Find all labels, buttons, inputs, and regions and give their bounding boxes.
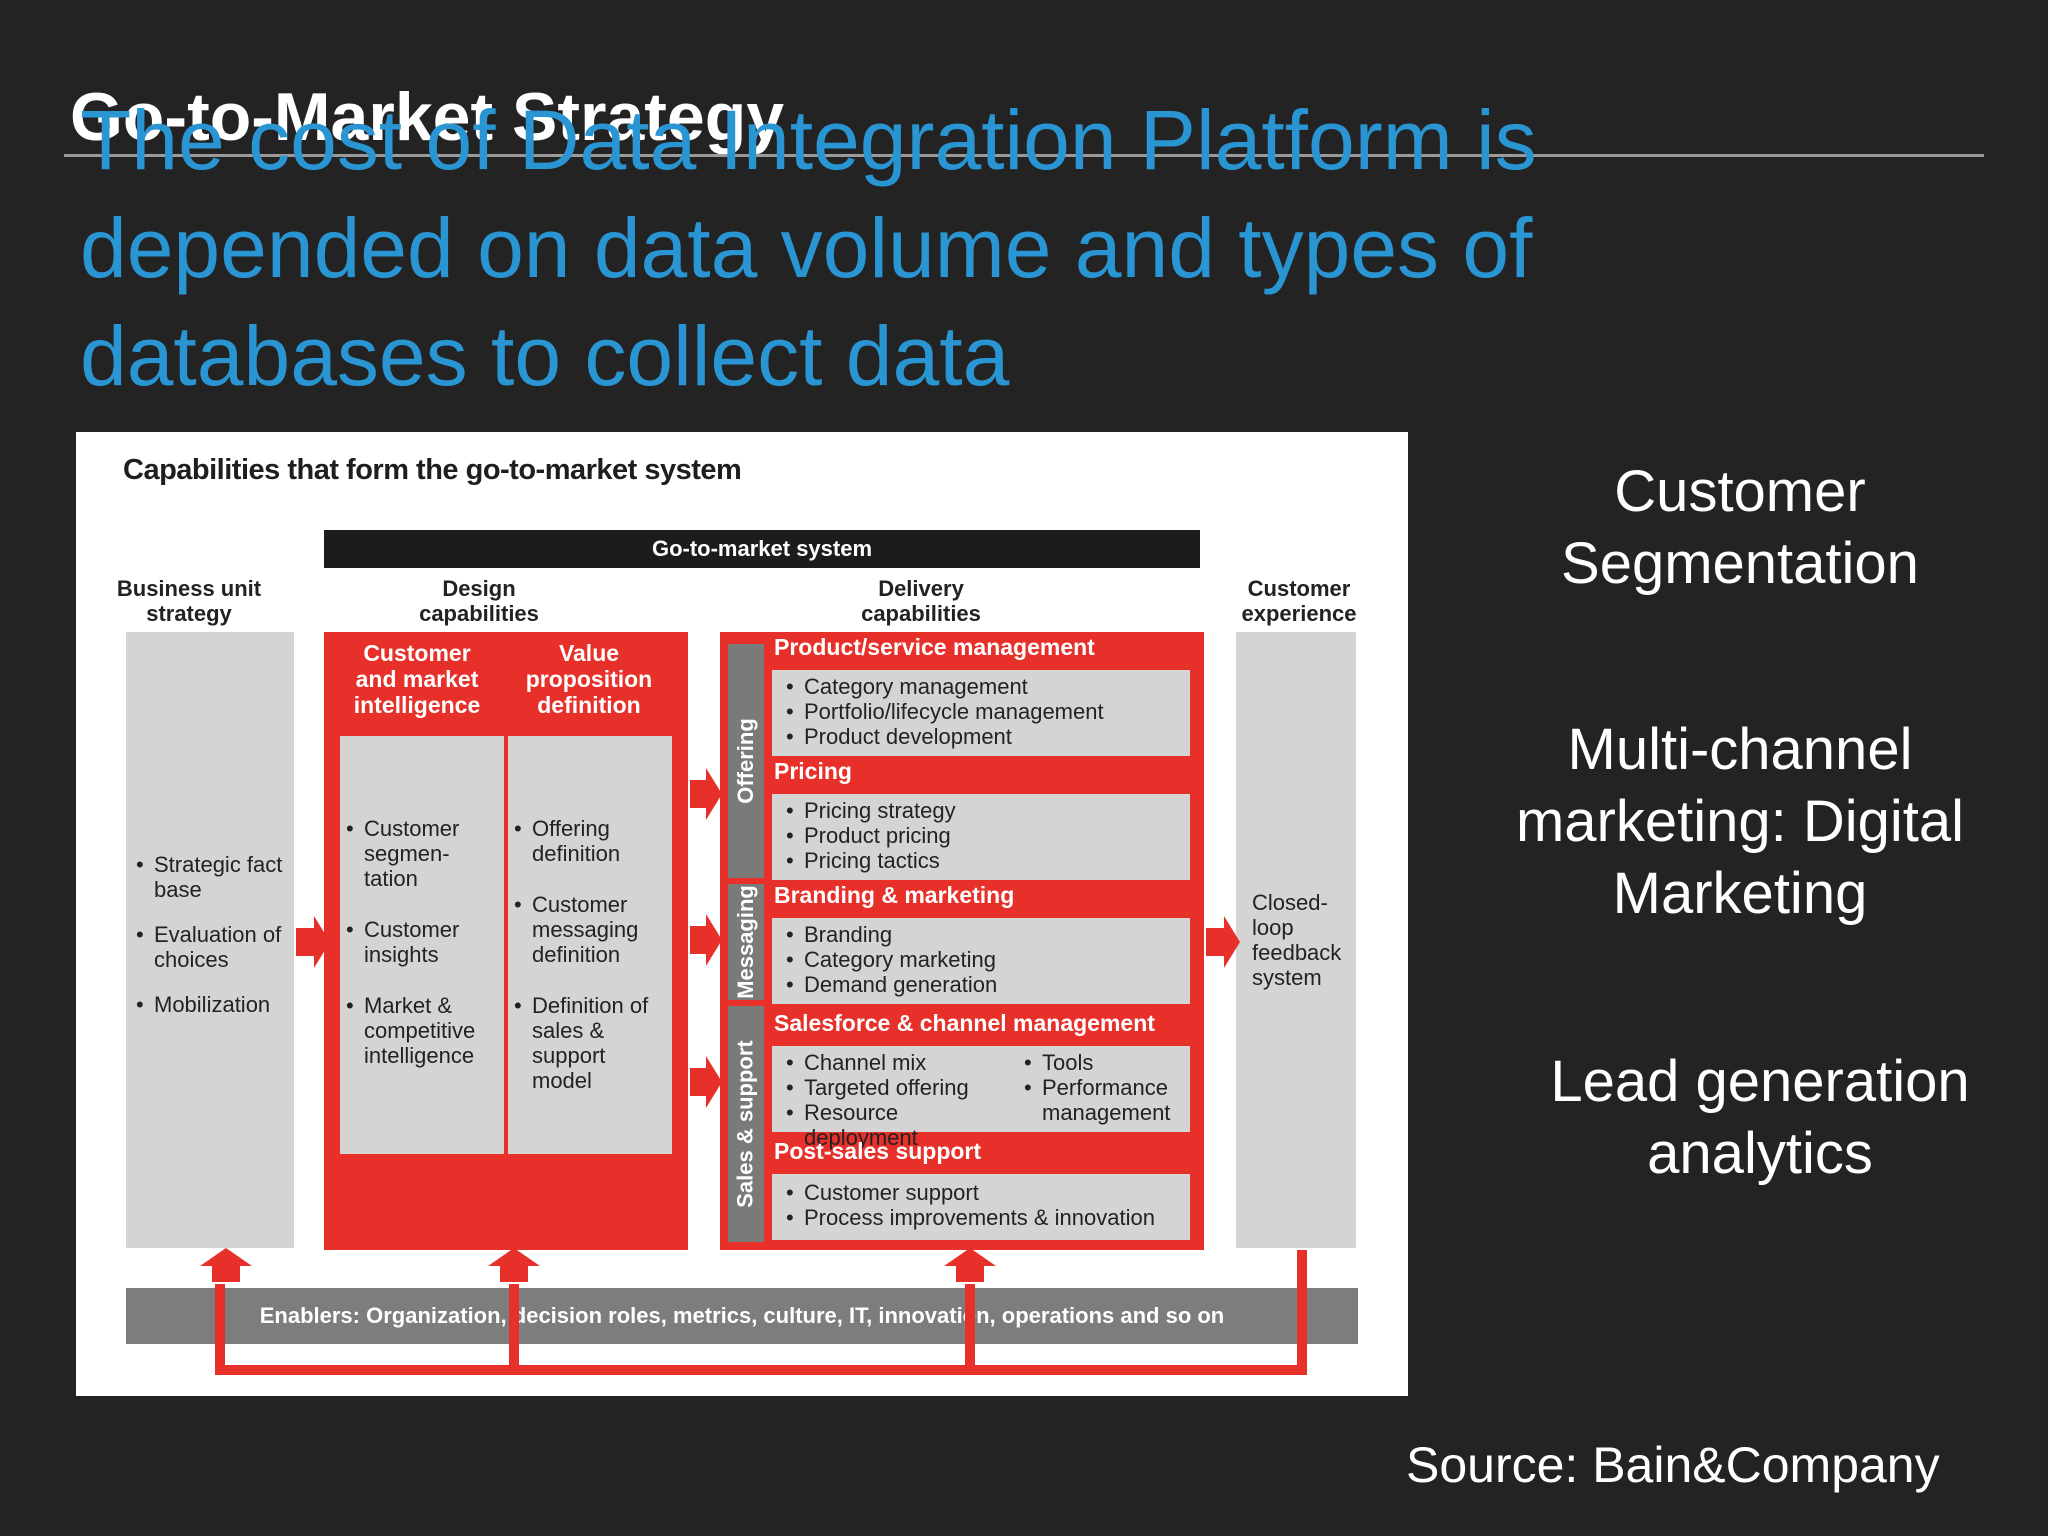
section-panel-branding: Branding Category marketing Demand gener… [772, 918, 1190, 1004]
list-item: Customer messaging definition [514, 892, 670, 967]
section-header-post-sales: Post-sales support [774, 1138, 982, 1164]
section-header-branding: Branding & marketing [774, 882, 1015, 908]
list-item: Market & competitive intelligence [346, 993, 500, 1068]
list-item: Offering definition [514, 816, 670, 866]
tab-messaging: Messaging [728, 884, 764, 1000]
tab-sales-support: Sales & support [728, 1006, 764, 1242]
section-panel-salesforce: Channel mix Targeted offering Resource d… [772, 1046, 1190, 1150]
list-item: Evaluation of choices [136, 922, 288, 972]
list-item: Resource deployment [786, 1100, 1016, 1150]
salesforce-list-left: Channel mix Targeted offering Resource d… [786, 1050, 1016, 1150]
customer-intelligence-header: Customer and market intelligence [353, 640, 481, 718]
list-item: Customer insights [346, 917, 500, 967]
side-item-customer-segmentation: Customer Segmentation [1561, 459, 1919, 596]
value-proposition-panel: Offering definition Customer messaging d… [508, 736, 672, 1154]
list-item: Category management [786, 674, 1186, 699]
business-strategy-header: Business unit strategy [116, 576, 262, 626]
list-item: Pricing tactics [786, 848, 1186, 873]
list-item: Demand generation [786, 972, 1186, 997]
title-divider [64, 154, 1984, 157]
salesforce-list-right: Tools Performance management [1024, 1050, 1184, 1125]
customer-experience-header: Customer experience [1241, 576, 1357, 626]
list-item: Product pricing [786, 823, 1186, 848]
flow-arrows [200, 768, 1307, 1375]
diagram-title: Capabilities that form the go-to-market … [123, 454, 742, 486]
list-item: Process improvements & innovation [786, 1205, 1186, 1230]
headline-text: The cost of Data Integration Platform is… [80, 93, 1537, 403]
design-capabilities-header: Design capabilities [419, 576, 539, 626]
list-item: Performance management [1024, 1075, 1184, 1125]
list-item: Branding [786, 922, 1186, 947]
gtm-diagram: Capabilities that form the go-to-market … [76, 432, 1408, 1396]
closed-loop-text: Closed-loop feedback system [1252, 890, 1342, 990]
side-item-lead-generation: Lead generation analytics [1550, 1049, 1970, 1186]
list-item: Tools [1024, 1050, 1184, 1075]
pricing-list: Pricing strategy Product pricing Pricing… [786, 798, 1186, 873]
delivery-capabilities-header: Delivery capabilities [861, 576, 981, 626]
feedback-loop-line [215, 1250, 1307, 1375]
arrow-right-icon [690, 1056, 722, 1108]
section-header-product-service: Product/service management [774, 634, 1095, 660]
value-proposition-list: Offering definition Customer messaging d… [514, 816, 670, 1093]
section-panel-pricing: Pricing strategy Product pricing Pricing… [772, 794, 1190, 880]
business-strategy-list: Strategic fact base Evaluation of choice… [136, 852, 288, 1017]
customer-intelligence-panel: Customer segmen-tation Customer insights… [340, 736, 504, 1154]
list-item: Channel mix [786, 1050, 1016, 1075]
enablers-bar: Enablers: Organization, decision roles, … [126, 1288, 1358, 1344]
customer-intelligence-list: Customer segmen-tation Customer insights… [346, 816, 500, 1068]
section-header-pricing: Pricing [774, 758, 852, 784]
branding-list: Branding Category marketing Demand gener… [786, 922, 1186, 997]
value-proposition-header: Value proposition definition [525, 640, 653, 718]
slide-title: Go-to-Market Strategy [70, 79, 785, 155]
tab-offering: Offering [728, 644, 764, 878]
arrow-right-icon [690, 768, 722, 820]
section-panel-post-sales: Customer support Process improvements & … [772, 1174, 1190, 1240]
customer-experience-panel: Closed-loop feedback system [1236, 632, 1356, 1248]
list-item: Category marketing [786, 947, 1186, 972]
delivery-capabilities-block: Offering Messaging Sales & support Produ… [720, 632, 1204, 1250]
arrow-right-icon [1206, 916, 1240, 968]
list-item: Customer support [786, 1180, 1186, 1205]
list-item: Portfolio/lifecycle management [786, 699, 1186, 724]
gtm-system-bar: Go-to-market system [324, 530, 1200, 568]
arrow-up-icon [944, 1248, 996, 1282]
product-service-list: Category management Portfolio/lifecycle … [786, 674, 1186, 749]
source-credit: Source: Bain&Company [1406, 1437, 1940, 1493]
section-panel-product-service: Category management Portfolio/lifecycle … [772, 670, 1190, 756]
arrow-right-icon [296, 916, 330, 968]
list-item: Mobilization [136, 992, 288, 1017]
section-header-salesforce: Salesforce & channel management [774, 1010, 1155, 1036]
list-item: Strategic fact base [136, 852, 288, 902]
list-item: Customer segmen-tation [346, 816, 500, 891]
list-item: Product development [786, 724, 1186, 749]
arrow-up-icon [200, 1248, 252, 1282]
side-item-multichannel-marketing: Multi-channel marketing: Digital Marketi… [1515, 717, 1965, 926]
list-item: Definition of sales & support model [514, 993, 670, 1093]
list-item: Targeted offering [786, 1075, 1016, 1100]
list-item: Pricing strategy [786, 798, 1186, 823]
post-sales-list: Customer support Process improvements & … [786, 1180, 1186, 1230]
arrow-up-icon [488, 1248, 540, 1282]
business-strategy-panel: Strategic fact base Evaluation of choice… [126, 632, 294, 1248]
arrow-right-icon [690, 914, 722, 966]
design-capabilities-block: Customer and market intelligence Value p… [324, 632, 688, 1250]
